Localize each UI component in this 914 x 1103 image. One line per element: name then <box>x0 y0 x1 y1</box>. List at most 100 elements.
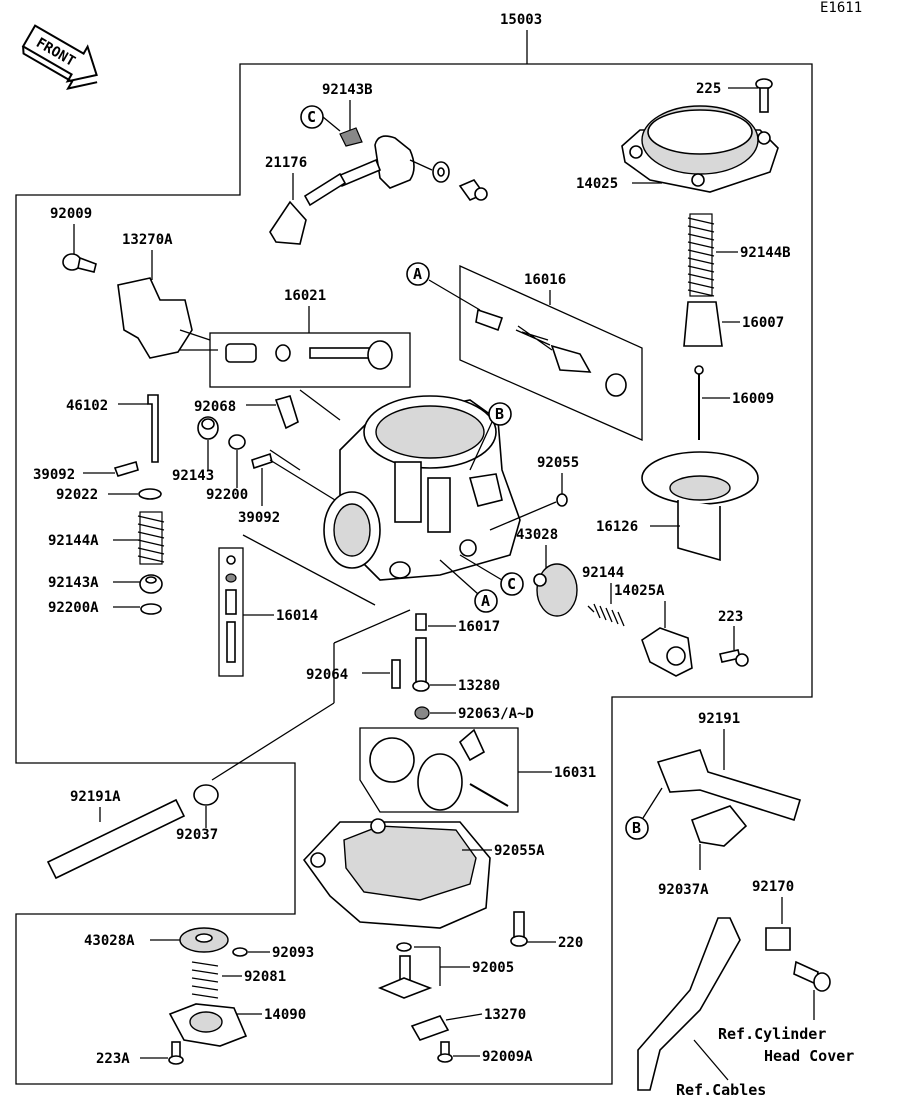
oring-92093 <box>232 947 248 957</box>
part-15003: 15003 <box>500 12 542 28</box>
part-92022: 92022 <box>56 487 98 503</box>
part-92170: 92170 <box>752 879 794 895</box>
callout-a-top <box>406 262 430 286</box>
ref-cylinder-line2: Head Cover <box>764 1047 854 1065</box>
bracket-cables <box>637 917 741 1091</box>
part-16021: 16021 <box>284 288 326 304</box>
part-92005: 92005 <box>472 960 514 976</box>
screw-223A <box>168 1041 184 1065</box>
diaphragm-16126 <box>641 451 759 562</box>
part-13270: 13270 <box>484 1007 526 1023</box>
part-21176: 21176 <box>265 155 307 171</box>
bracket-13270A <box>117 277 193 359</box>
part-92143: 92143 <box>172 468 214 484</box>
part-223: 223 <box>718 609 743 625</box>
cover-14025A <box>641 627 693 677</box>
ref-cables: Ref.Cables <box>676 1081 766 1099</box>
part-220: 220 <box>558 935 583 951</box>
part-16126: 16126 <box>596 519 638 535</box>
clip-39092-left <box>113 461 139 477</box>
clip-39092-center <box>251 452 273 470</box>
screw-92064 <box>391 659 401 689</box>
part-16007: 16007 <box>742 315 784 331</box>
part-92144A: 92144A <box>48 533 99 549</box>
pump-cover-14090 <box>168 1003 248 1047</box>
part-92143B: 92143B <box>322 82 373 98</box>
jet-13280 <box>412 637 430 692</box>
part-92191: 92191 <box>698 711 740 727</box>
part-16031: 16031 <box>554 765 596 781</box>
jet-92063 <box>414 706 430 720</box>
spring-92144A <box>137 511 165 565</box>
part-92037A: 92037A <box>658 882 709 898</box>
callout-c-top-label: C <box>307 108 316 126</box>
bolt-92170 <box>793 960 831 992</box>
part-92055A: 92055A <box>494 843 545 859</box>
callout-c-body <box>500 572 524 596</box>
part-92191A: 92191A <box>70 789 121 805</box>
part-223A: 223A <box>96 1051 130 1067</box>
group-16031 <box>359 727 519 813</box>
part-46102: 46102 <box>66 398 108 414</box>
part-14025A: 14025A <box>614 583 665 599</box>
carburetor-body <box>323 395 521 581</box>
screw-225 <box>755 78 773 113</box>
part-92009: 92009 <box>50 206 92 222</box>
washer-92200 <box>228 434 246 450</box>
part-16016: 16016 <box>524 272 566 288</box>
tube-92191A <box>46 798 186 880</box>
screw-92009 <box>62 253 97 273</box>
part-39092-left: 39092 <box>33 467 75 483</box>
spring-92081 <box>191 961 219 999</box>
callout-b-hose-label: B <box>632 819 641 837</box>
callout-a-top-label: A <box>413 265 422 283</box>
callout-c-body-label: C <box>507 575 516 593</box>
spacer-92143A <box>139 574 163 594</box>
needle-16009 <box>694 365 704 440</box>
callout-a-body-label: A <box>481 592 490 610</box>
part-225: 225 <box>696 81 721 97</box>
part-92093: 92093 <box>272 945 314 961</box>
diaphragm-43028A <box>179 927 229 953</box>
part-16014: 16014 <box>276 608 318 624</box>
part-14025: 14025 <box>576 176 618 192</box>
part-92200: 92200 <box>206 487 248 503</box>
fitting-92005 <box>377 955 433 999</box>
group-16014 <box>218 547 244 677</box>
screw-92009A <box>437 1041 453 1063</box>
jet-16017 <box>415 613 427 631</box>
rod-46102 <box>147 394 159 463</box>
part-92200A: 92200A <box>48 600 99 616</box>
part-43028: 43028 <box>516 527 558 543</box>
assembly-outline <box>15 63 813 1085</box>
group-16021 <box>209 332 411 388</box>
oring-92055 <box>556 493 568 507</box>
part-92068: 92068 <box>194 399 236 415</box>
hose-92191 <box>656 749 801 822</box>
cap-92143 <box>197 416 219 440</box>
holder-16007 <box>683 301 723 347</box>
ref-cylinder-line1: Ref.Cylinder <box>718 1025 826 1043</box>
part-92055: 92055 <box>537 455 579 471</box>
top-cover-14025 <box>621 105 779 193</box>
part-39092-center: 39092 <box>238 510 280 526</box>
callout-b-body <box>488 402 512 426</box>
part-92009A: 92009A <box>482 1049 533 1065</box>
throttle-shaft <box>303 135 488 207</box>
part-43028A: 43028A <box>84 933 135 949</box>
jets-16014 <box>225 555 237 663</box>
callout-a-body <box>474 589 498 613</box>
part-16009: 16009 <box>732 391 774 407</box>
callout-b-hose <box>625 816 649 840</box>
cap-92068 <box>274 395 299 430</box>
choke-plunger-16016 <box>475 308 627 397</box>
part-13270A: 13270A <box>122 232 173 248</box>
clip-92143B <box>339 127 363 147</box>
part-92064: 92064 <box>306 667 348 683</box>
part-92063: 92063/A~D <box>458 706 534 722</box>
plate-13270 <box>410 1015 450 1041</box>
lever-21176 <box>269 200 307 245</box>
group-16016 <box>459 264 643 441</box>
needle-jet-16021 <box>225 340 393 370</box>
